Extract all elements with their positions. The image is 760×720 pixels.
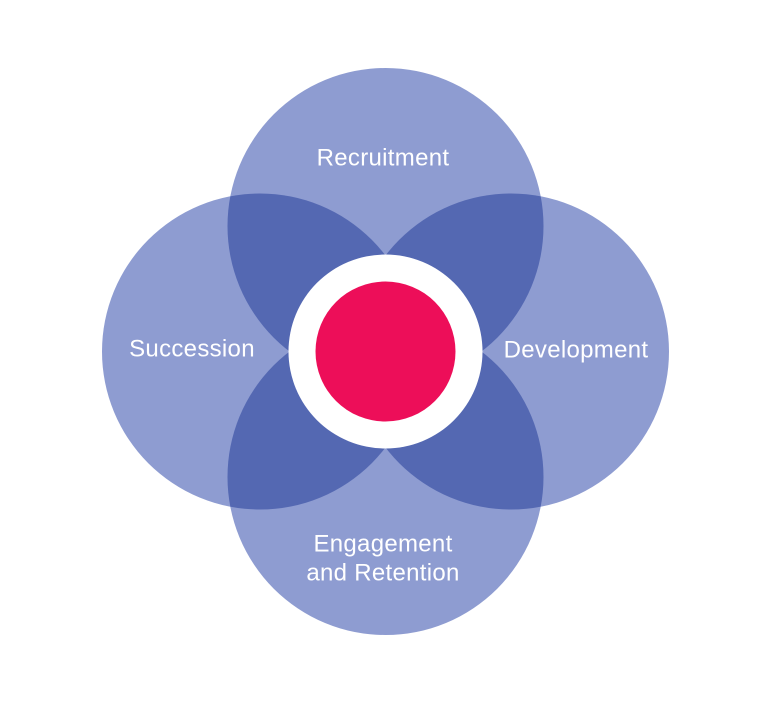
center-core-circle: [315, 281, 456, 422]
label-engagement-line2: and Retention: [306, 560, 459, 587]
circle-labels: Recruitment Development Succession Engag…: [129, 145, 648, 587]
label-engagement-line1: Engagement: [313, 531, 452, 558]
label-succession: Succession: [129, 336, 255, 363]
label-recruitment: Recruitment: [317, 145, 450, 172]
label-development: Development: [504, 337, 649, 364]
